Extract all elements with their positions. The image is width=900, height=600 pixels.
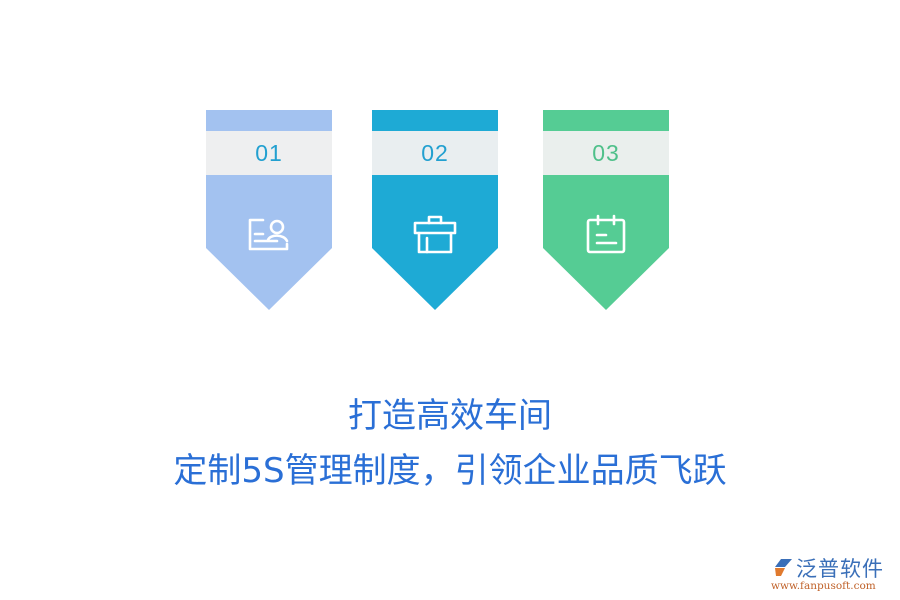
logo-brand-name: 泛普软件 — [796, 557, 884, 581]
logo-url: www.fanpusoft.com — [771, 580, 876, 592]
headline-line-1: 打造高效车间 — [348, 396, 552, 436]
id-card-person-icon — [248, 218, 289, 251]
step-card-03: 03 — [543, 110, 669, 310]
step-card-02: 02 — [372, 110, 498, 310]
calendar-icon — [586, 214, 626, 254]
headline-line-2: 定制5S管理制度，引领企业品质飞跃 — [173, 451, 727, 491]
step-card-01: 01 — [206, 110, 332, 310]
step-number: 03 — [592, 139, 620, 166]
fanpusoft-logo: 泛普软件 www.fanpusoft.com — [768, 553, 893, 593]
toolbox-icon — [413, 215, 457, 254]
step-number: 01 — [255, 139, 283, 166]
fanpu-logo-mark-icon — [775, 559, 792, 576]
step-number: 02 — [421, 139, 449, 166]
step-number-band: 01 — [206, 131, 332, 175]
step-number-band: 03 — [543, 131, 669, 175]
step-number-band: 02 — [372, 131, 498, 175]
